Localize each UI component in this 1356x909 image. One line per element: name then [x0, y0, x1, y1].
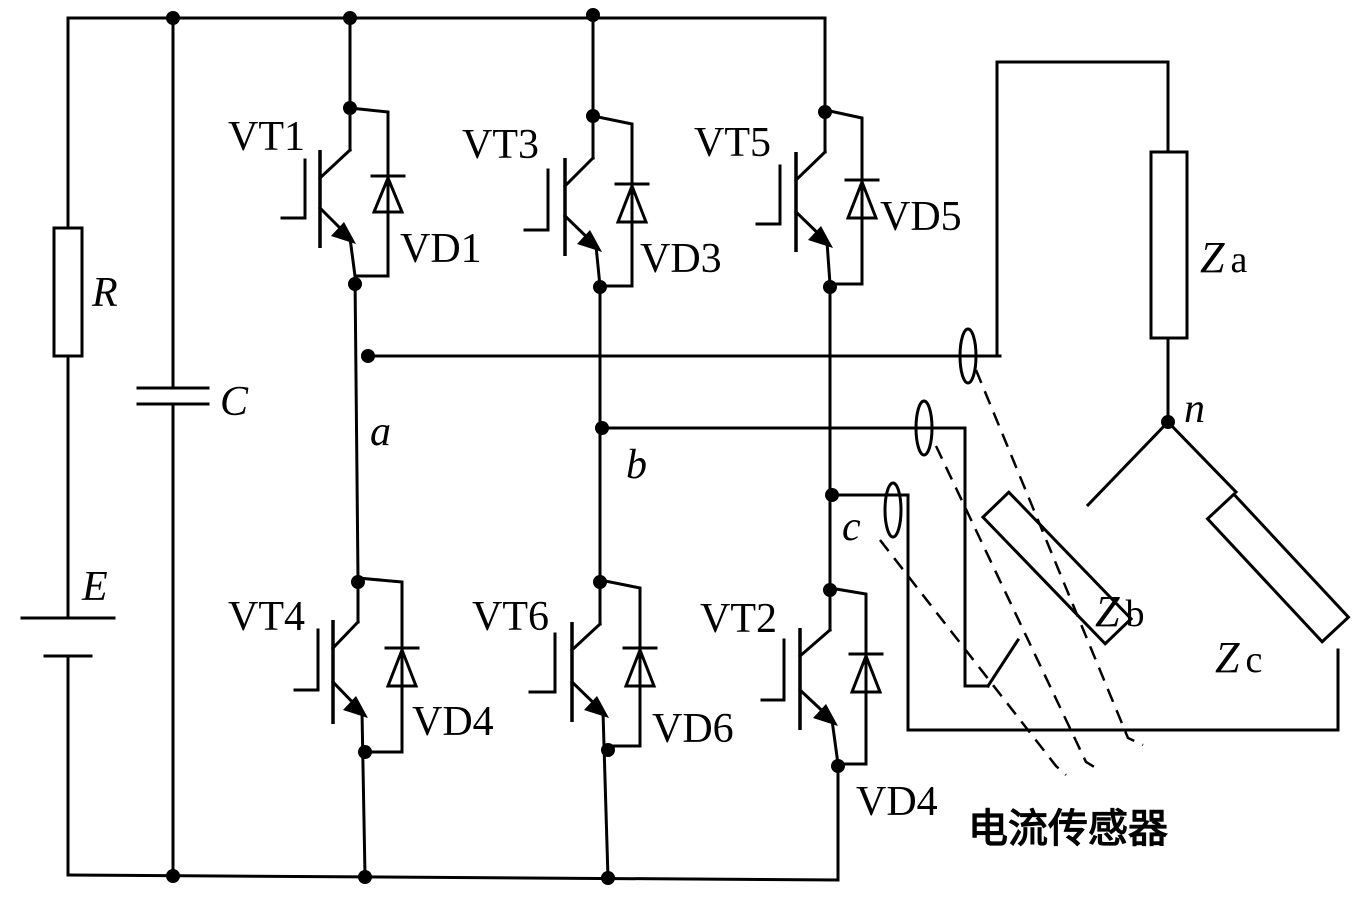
- ct-phase-b: [914, 399, 934, 457]
- vd3-diode: [615, 181, 649, 224]
- output-lines: [366, 60, 1340, 732]
- label-vt6: VT6: [472, 594, 549, 640]
- label-current-sensor: 电流传感器: [968, 806, 1169, 852]
- impedance-zb: [980, 490, 1134, 646]
- label-e: E: [81, 564, 108, 610]
- vt3-gate: [523, 168, 550, 232]
- vt6-c-diag: [569, 621, 603, 653]
- label-vd3: VD3: [640, 236, 722, 282]
- vd5-loop: [823, 108, 864, 286]
- vt2-emitter: [830, 718, 840, 766]
- vt4-emitter: [360, 710, 367, 877]
- label-vd4: VD4: [412, 699, 494, 745]
- resistor-r: [52, 226, 84, 358]
- phase-b-to-zb: [963, 426, 990, 688]
- vd6-loop: [598, 578, 642, 748]
- leg-c: [755, 108, 884, 766]
- impedance-zc: [1205, 492, 1351, 644]
- label-vd1: VD1: [400, 226, 482, 272]
- label-vd4-lower: VD4: [856, 779, 938, 825]
- vt1-gate: [280, 158, 307, 220]
- load: [980, 150, 1351, 689]
- vd6-diode: [623, 645, 657, 688]
- label-vt2: VT2: [700, 596, 777, 642]
- vt6-gate: [528, 632, 557, 694]
- vd1-loop: [348, 106, 390, 278]
- current-sensors: [879, 327, 1144, 776]
- label-r: R: [91, 270, 118, 316]
- leg-a: [280, 16, 420, 877]
- vd1-diode: [371, 174, 405, 214]
- ct-b-signal: [934, 445, 1102, 773]
- ct-c-signal: [879, 539, 1067, 776]
- zb-to-b: [985, 637, 1021, 689]
- vd4-loop: [356, 576, 404, 754]
- vt4-c-diag: [330, 619, 361, 651]
- vt1-c-diag: [317, 147, 353, 181]
- n-to-zc: [1165, 419, 1239, 495]
- label-node-b: b: [626, 442, 647, 488]
- negative-rail: [66, 763, 840, 882]
- ct-phase-a: [958, 327, 978, 385]
- vd2-loop: [828, 586, 868, 766]
- ct-phase-c: [883, 481, 903, 539]
- label-vt5: VT5: [694, 120, 771, 166]
- label-node-c: c: [842, 504, 861, 550]
- vt1-emitter: [348, 236, 357, 278]
- vt4-gate: [293, 628, 320, 692]
- vt5-c-diag: [793, 149, 828, 183]
- vt5-emitter: [825, 240, 832, 286]
- label-vt3: VT3: [462, 122, 539, 168]
- vt5-gate: [755, 164, 782, 226]
- dc-bus: [20, 16, 840, 882]
- vt6-emitter: [601, 710, 610, 880]
- positive-rail: [66, 16, 827, 112]
- label-vt4: VT4: [228, 594, 305, 640]
- junction-dots: [166, 8, 1175, 885]
- phase-a-to-za: [995, 60, 1170, 358]
- ct-a-signal: [974, 369, 1144, 747]
- vt1-emitter-arrow: [331, 222, 356, 244]
- label-vt1: VT1: [228, 114, 305, 160]
- vt2-gate: [760, 638, 786, 702]
- impedance-za: [1149, 150, 1189, 340]
- vt3-c-diag: [562, 155, 596, 189]
- vt2-c-diag: [797, 627, 833, 659]
- label-node-n: n: [1184, 386, 1205, 432]
- vd3-loop: [591, 114, 634, 288]
- n-to-zb: [1085, 419, 1171, 508]
- node-a-wire: [353, 274, 360, 580]
- vt4-emitter-arrow: [343, 696, 368, 718]
- label-vd6: VD6: [652, 706, 734, 752]
- vd5-diode: [845, 177, 879, 220]
- vd4-diode: [385, 645, 419, 688]
- phase-c-to-zc: [890, 493, 1340, 732]
- vd2-diode: [849, 651, 883, 694]
- label-node-a: a: [370, 409, 391, 455]
- label-vd5: VD5: [880, 194, 962, 240]
- vt3-emitter: [594, 244, 602, 288]
- labels: VT1 VT3 VT5 VD1 VD3 VD5 VT4 VT6 VT2 VD4 …: [81, 114, 1262, 852]
- label-c: C: [220, 379, 249, 425]
